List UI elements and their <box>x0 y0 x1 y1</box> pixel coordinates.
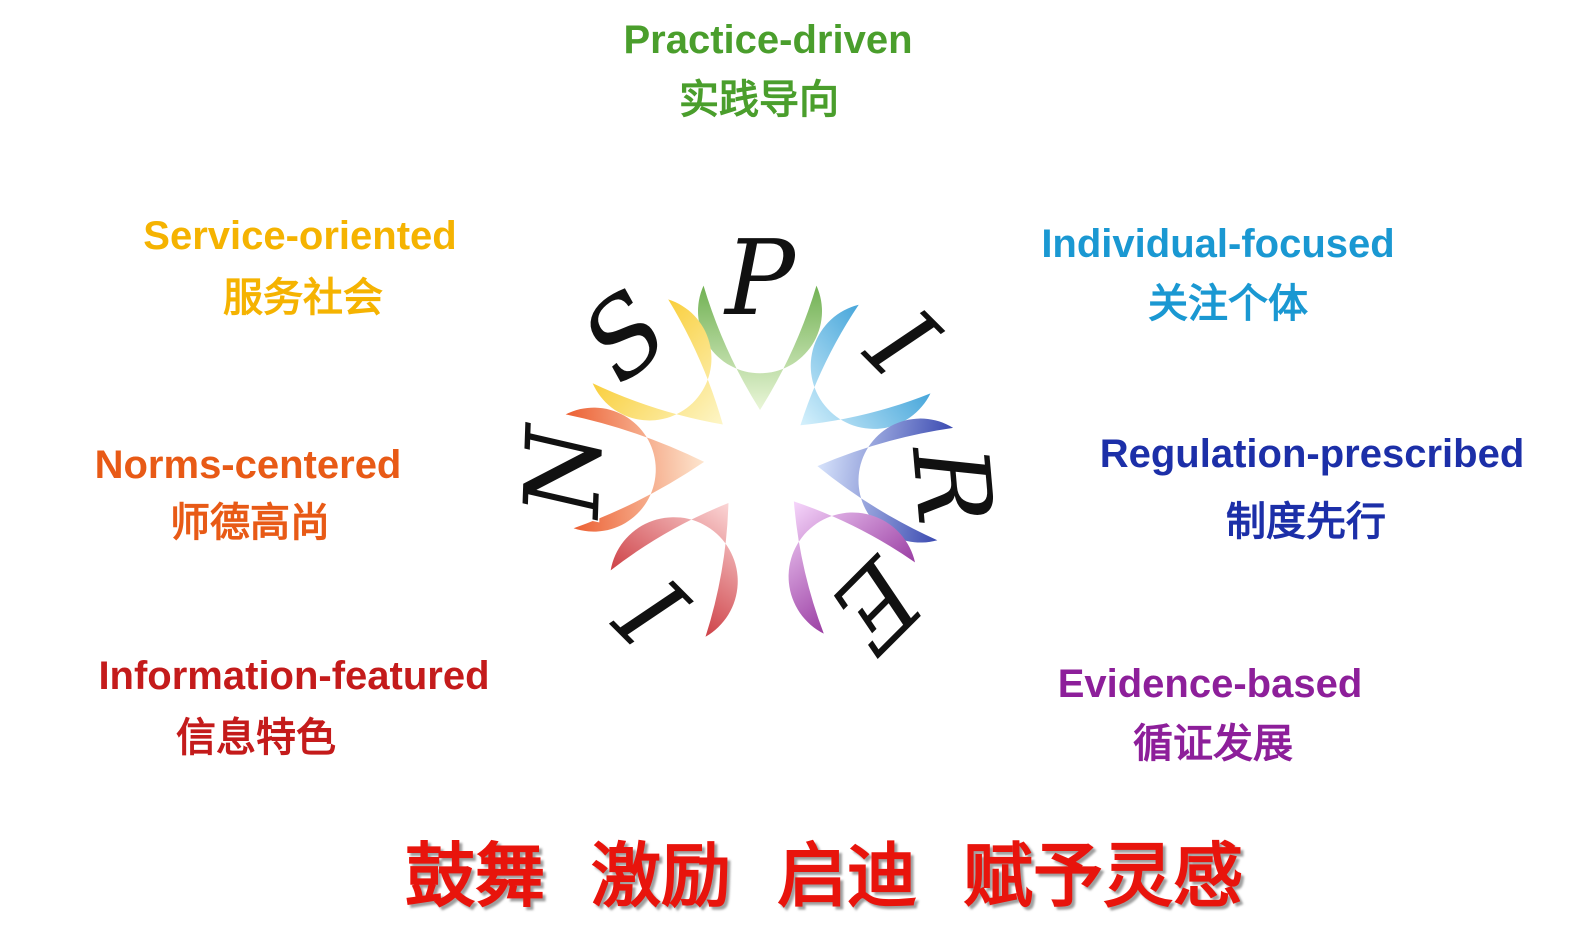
petal-regulation <box>817 418 954 543</box>
motto-word: 启迪 <box>777 834 917 917</box>
label-information-zh: 信息特色 <box>176 715 336 761</box>
petal-letter-practice: P <box>723 217 797 339</box>
label-norms-zh: 师德高尚 <box>170 500 330 546</box>
petal-information <box>610 503 738 637</box>
petal-service <box>592 299 723 425</box>
label-practice-zh: 实践导向 <box>679 77 839 123</box>
petal-letter-norms: N <box>501 421 626 522</box>
petal-letter-information: I <box>594 552 712 670</box>
petal-letter-individual: I <box>842 284 960 402</box>
label-information: Information-featured 信息特色 <box>74 652 514 762</box>
label-evidence-zh: 循证发展 <box>1133 721 1293 767</box>
petal-letter-evidence: E <box>805 534 946 675</box>
label-practice-en: Practice-driven <box>623 18 913 62</box>
motto-word: 激励 <box>591 834 731 917</box>
motto-word: 鼓舞 <box>405 834 545 917</box>
label-information-en: Information-featured <box>98 654 490 698</box>
label-individual-zh: 关注个体 <box>1148 281 1308 327</box>
label-regulation-zh: 制度先行 <box>1226 499 1386 545</box>
label-norms-en: Norms-centered <box>94 443 402 487</box>
label-regulation: Regulation-prescribed 制度先行 <box>1080 430 1544 546</box>
motto-line: 鼓舞 激励 启迪 赋予灵感 <box>0 832 1578 928</box>
petal-letter-regulation: R <box>888 439 1017 530</box>
label-individual: Individual-focused 关注个体 <box>1018 220 1418 328</box>
petal-evidence <box>788 501 916 634</box>
label-service-zh: 服务社会 <box>223 275 383 321</box>
label-evidence: Evidence-based 循证发展 <box>1010 660 1410 768</box>
petal-individual <box>800 304 931 429</box>
label-evidence-en: Evidence-based <box>1057 662 1363 706</box>
petal-norms <box>565 407 705 532</box>
label-service: Service-oriented 服务社会 <box>100 212 500 322</box>
motto-word: 赋予灵感 <box>963 834 1243 917</box>
petal-practice <box>698 285 822 410</box>
label-regulation-en: Regulation-prescribed <box>1099 432 1525 476</box>
petal-letter-service: S <box>558 267 691 406</box>
label-service-en: Service-oriented <box>143 214 457 258</box>
label-practice: Practice-driven 实践导向 <box>568 16 968 124</box>
label-individual-en: Individual-focused <box>1041 222 1395 266</box>
label-norms: Norms-centered 师德高尚 <box>48 441 448 547</box>
